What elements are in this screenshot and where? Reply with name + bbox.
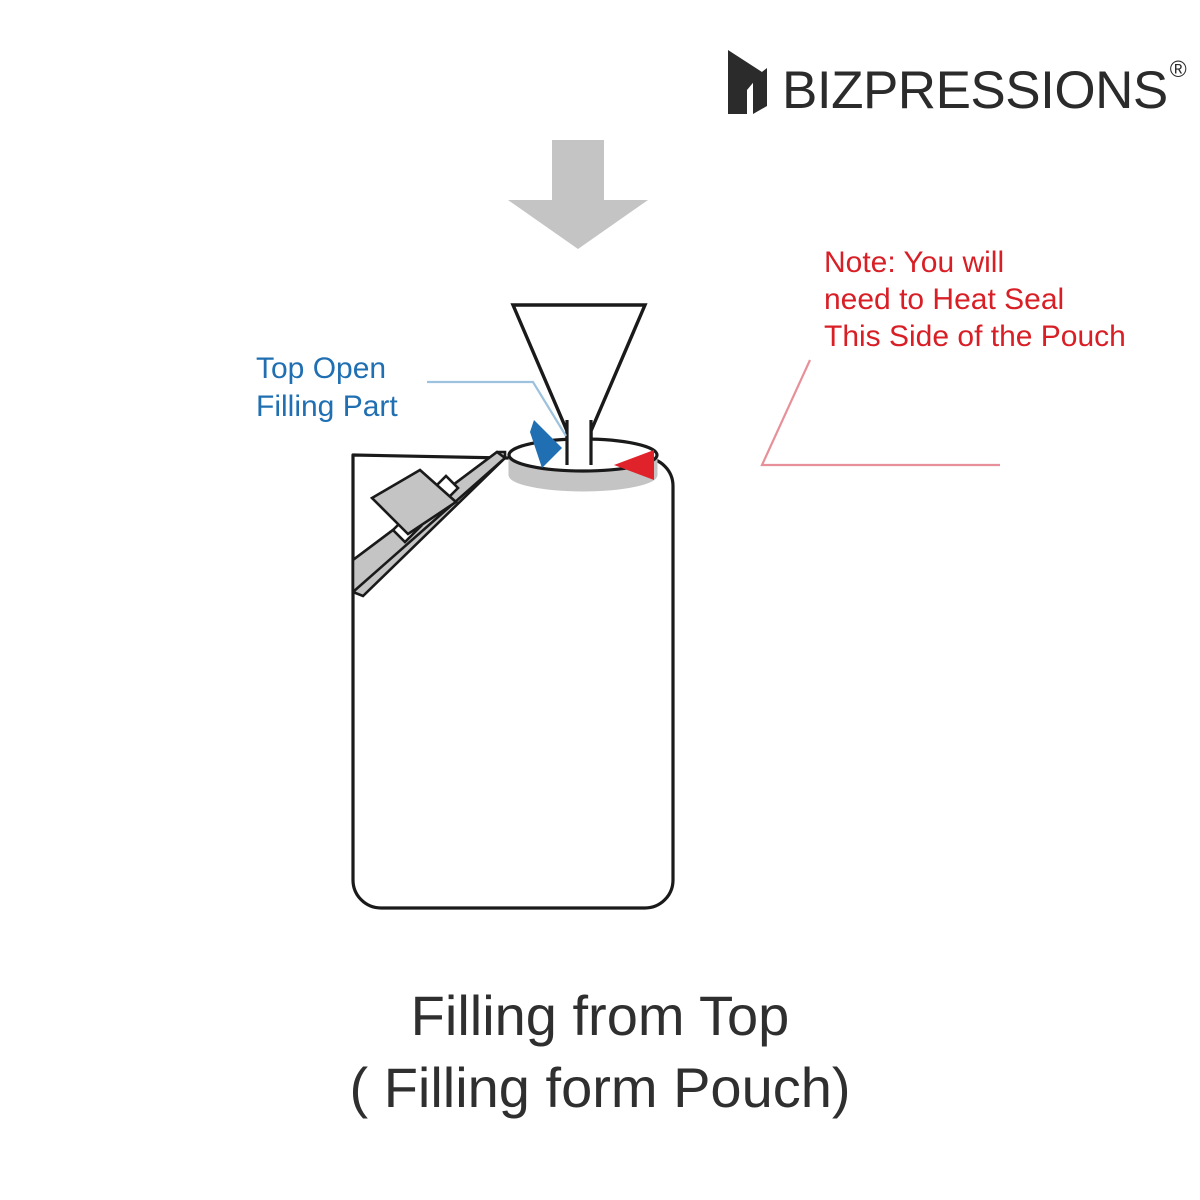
spout-cap-icon bbox=[369, 468, 459, 536]
brand-logo: BIZPRESSIONS ® bbox=[722, 46, 1187, 118]
red-leader-line bbox=[614, 359, 1000, 480]
caption-line2: ( Filling form Pouch) bbox=[349, 1056, 851, 1119]
funnel-neck-overlay bbox=[565, 420, 593, 465]
top-open-label-line1: Top Open bbox=[256, 352, 387, 385]
diagram-caption: Filling from Top ( Filling form Pouch) bbox=[0, 980, 1200, 1124]
pouch-body bbox=[351, 453, 675, 910]
heat-seal-note-line1: Note: You will bbox=[824, 246, 1005, 279]
caption-line1: Filling from Top bbox=[410, 984, 790, 1047]
heat-seal-note-line3: This Side of the Pouch bbox=[824, 320, 1126, 353]
blue-leader-line bbox=[427, 380, 567, 468]
top-open-filling-part-label: Top Open Filling Part bbox=[256, 350, 398, 426]
top-open-label-line2: Filling Part bbox=[256, 390, 398, 423]
bizpressions-logo-mark-icon bbox=[728, 50, 767, 114]
heat-seal-note-line2: need to Heat Seal bbox=[824, 283, 1065, 316]
down-arrow-icon bbox=[508, 140, 648, 249]
brand-wordmark: BIZPRESSIONS bbox=[782, 61, 1168, 120]
heat-seal-note: Note: You will need to Heat Seal This Si… bbox=[824, 244, 1126, 355]
registered-trademark-icon: ® bbox=[1169, 56, 1187, 82]
